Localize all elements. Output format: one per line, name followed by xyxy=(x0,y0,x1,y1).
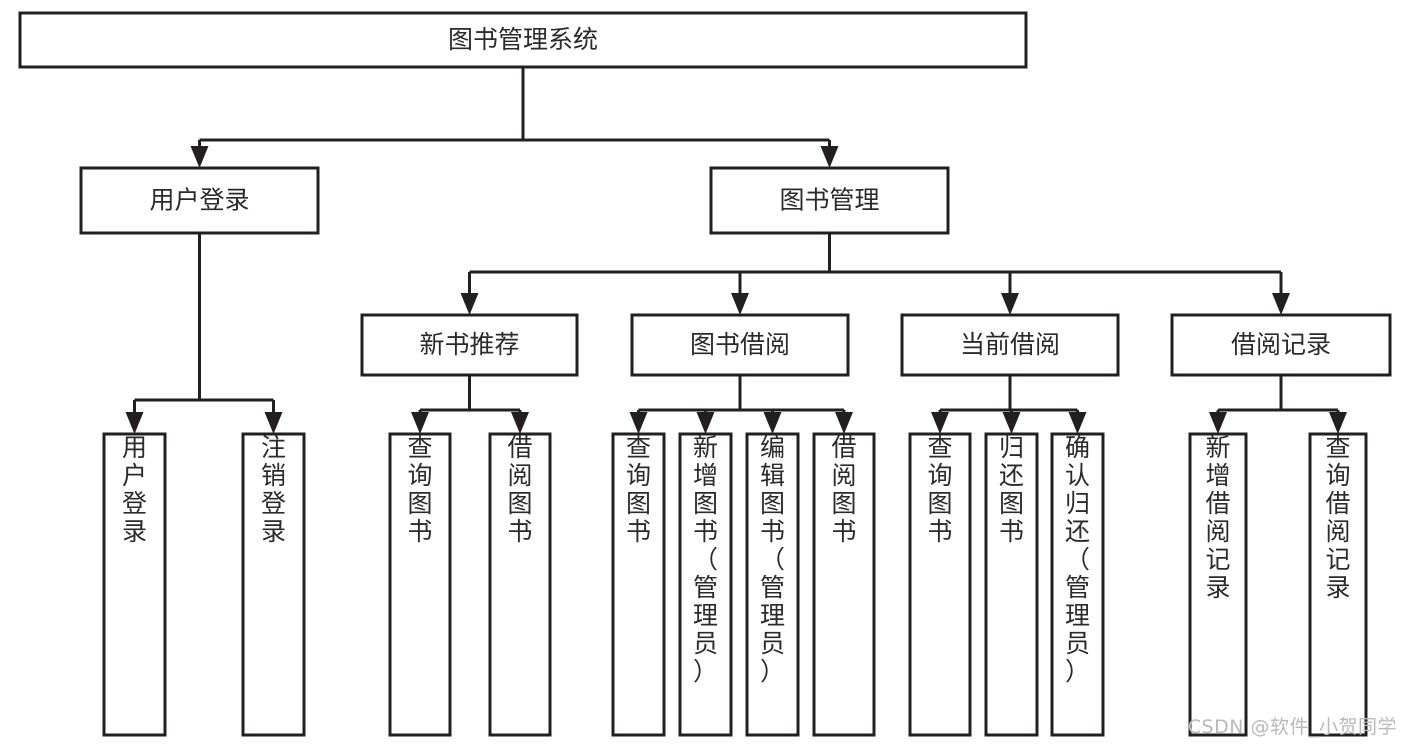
node-newbook[interactable]: 新书推荐 xyxy=(360,313,579,377)
node-box-leaf-return-book[interactable] xyxy=(984,432,1039,737)
node-root[interactable]: 图书管理系统 xyxy=(18,11,1028,69)
arrow-head-icon-records xyxy=(1272,293,1290,315)
node-leaf-edit-book[interactable]: 编辑图书（管理员） xyxy=(745,432,800,737)
node-box-leaf-user-login[interactable] xyxy=(102,432,167,737)
node-leaf-add-record[interactable]: 新增借阅记录 xyxy=(1188,432,1248,737)
arrow-head-icon-leaf-edit-book xyxy=(763,412,782,434)
node-box-leaf-add-book[interactable] xyxy=(678,432,733,737)
node-box-leaf-query-book-2[interactable] xyxy=(611,432,666,737)
arrow-head-icon-leaf-return-book xyxy=(1002,412,1021,434)
node-label-leaf-user-logout: 注销登录 xyxy=(261,433,286,546)
arrow-head-icon-bookmgmt xyxy=(820,146,839,168)
node-box-leaf-query-book-1[interactable] xyxy=(388,432,452,737)
node-box-current[interactable] xyxy=(900,313,1120,377)
node-current[interactable]: 当前借阅 xyxy=(900,313,1120,377)
arrow-head-icon-leaf-borrow-book-2 xyxy=(835,412,853,434)
node-leaf-return-book[interactable]: 归还图书 xyxy=(984,432,1039,737)
node-label-current: 当前借阅 xyxy=(960,330,1060,359)
node-leaf-query-book-3[interactable]: 查询图书 xyxy=(908,432,972,737)
arrow-head-icon-login xyxy=(190,146,209,168)
node-label-bookmgmt: 图书管理 xyxy=(779,186,879,215)
node-borrow[interactable]: 图书借阅 xyxy=(630,313,850,377)
node-bookmgmt[interactable]: 图书管理 xyxy=(709,166,950,235)
arrow-head-icon-leaf-borrow-book-1 xyxy=(511,412,529,434)
edge-group-records xyxy=(1209,375,1347,434)
node-box-root[interactable] xyxy=(18,11,1028,69)
node-box-leaf-query-book-3[interactable] xyxy=(908,432,972,737)
node-label-leaf-return-book: 归还图书 xyxy=(999,433,1024,546)
arrow-head-icon-leaf-query-record xyxy=(1329,412,1347,434)
node-label-leaf-borrow-book-1: 借阅图书 xyxy=(507,433,532,546)
node-leaf-query-record[interactable]: 查询借阅记录 xyxy=(1308,432,1368,737)
node-label-leaf-query-book-3: 查询图书 xyxy=(927,433,952,546)
arrow-head-icon-current xyxy=(1001,293,1019,315)
node-label-leaf-user-login: 用户登录 xyxy=(122,433,147,546)
node-label-leaf-query-record: 查询借阅记录 xyxy=(1325,433,1350,602)
node-box-leaf-edit-book[interactable] xyxy=(745,432,800,737)
node-box-login[interactable] xyxy=(79,166,320,235)
node-box-newbook[interactable] xyxy=(360,313,579,377)
arrow-head-icon-borrow xyxy=(731,293,749,315)
node-leaf-user-logout[interactable]: 注销登录 xyxy=(241,432,306,737)
arrow-head-icon-newbook xyxy=(460,293,479,315)
node-leaf-user-login[interactable]: 用户登录 xyxy=(102,432,167,737)
node-box-leaf-borrow-book-2[interactable] xyxy=(812,432,876,737)
arrow-head-icon-leaf-user-login xyxy=(125,412,144,434)
node-box-leaf-add-record[interactable] xyxy=(1188,432,1248,737)
node-label-root: 图书管理系统 xyxy=(448,25,598,54)
edge-group-current xyxy=(931,375,1087,434)
node-box-borrow[interactable] xyxy=(630,313,850,377)
node-box-leaf-user-logout[interactable] xyxy=(241,432,306,737)
node-box-leaf-confirm-return[interactable] xyxy=(1050,432,1105,737)
node-box-leaf-borrow-book-1[interactable] xyxy=(488,432,552,737)
node-leaf-add-book[interactable]: 新增图书（管理员） xyxy=(678,432,733,737)
node-label-borrow: 图书借阅 xyxy=(690,330,790,359)
node-leaf-query-book-2[interactable]: 查询图书 xyxy=(611,432,666,737)
arrow-head-icon-leaf-query-book-1 xyxy=(411,412,429,434)
node-label-leaf-add-record: 新增借阅记录 xyxy=(1205,433,1230,602)
node-label-leaf-edit-book: 编辑图书（管理员） xyxy=(760,433,785,686)
edge-group-login xyxy=(125,233,283,434)
arrow-head-icon-leaf-user-logout xyxy=(264,412,283,434)
node-label-leaf-query-book-1: 查询图书 xyxy=(407,433,432,546)
edge-layer xyxy=(125,67,1347,434)
edge-group-borrow xyxy=(629,375,853,434)
edge-group-bookmgmt xyxy=(460,233,1290,315)
node-leaf-borrow-book-2[interactable]: 借阅图书 xyxy=(812,432,876,737)
node-label-leaf-query-book-2: 查询图书 xyxy=(626,433,651,546)
node-label-records: 借阅记录 xyxy=(1231,330,1331,359)
node-records[interactable]: 借阅记录 xyxy=(1170,313,1392,377)
arrow-head-icon-leaf-query-book-2 xyxy=(629,412,648,434)
node-leaf-borrow-book-1[interactable]: 借阅图书 xyxy=(488,432,552,737)
node-leaf-confirm-return[interactable]: 确认归还（管理员） xyxy=(1050,432,1105,737)
edge-group-newbook xyxy=(411,375,529,434)
node-login[interactable]: 用户登录 xyxy=(79,166,320,235)
node-leaf-query-book-1[interactable]: 查询图书 xyxy=(388,432,452,737)
edge-group-root xyxy=(190,67,839,168)
node-label-newbook: 新书推荐 xyxy=(419,330,519,359)
node-label-login: 用户登录 xyxy=(149,186,249,215)
node-label-leaf-borrow-book-2: 借阅图书 xyxy=(831,433,856,546)
node-box-leaf-query-record[interactable] xyxy=(1308,432,1368,737)
arrow-head-icon-leaf-confirm-return xyxy=(1068,412,1087,434)
arrow-head-icon-leaf-add-record xyxy=(1209,412,1227,434)
node-box-bookmgmt[interactable] xyxy=(709,166,950,235)
node-box-records[interactable] xyxy=(1170,313,1392,377)
arrow-head-icon-leaf-add-book xyxy=(696,412,715,434)
node-label-leaf-add-book: 新增图书（管理员） xyxy=(693,433,718,686)
node-label-leaf-confirm-return: 确认归还（管理员） xyxy=(1065,433,1090,686)
arrow-head-icon-leaf-query-book-3 xyxy=(931,412,949,434)
node-layer: 图书管理系统用户登录图书管理新书推荐图书借阅当前借阅借阅记录用户登录注销登录查询… xyxy=(18,11,1392,737)
